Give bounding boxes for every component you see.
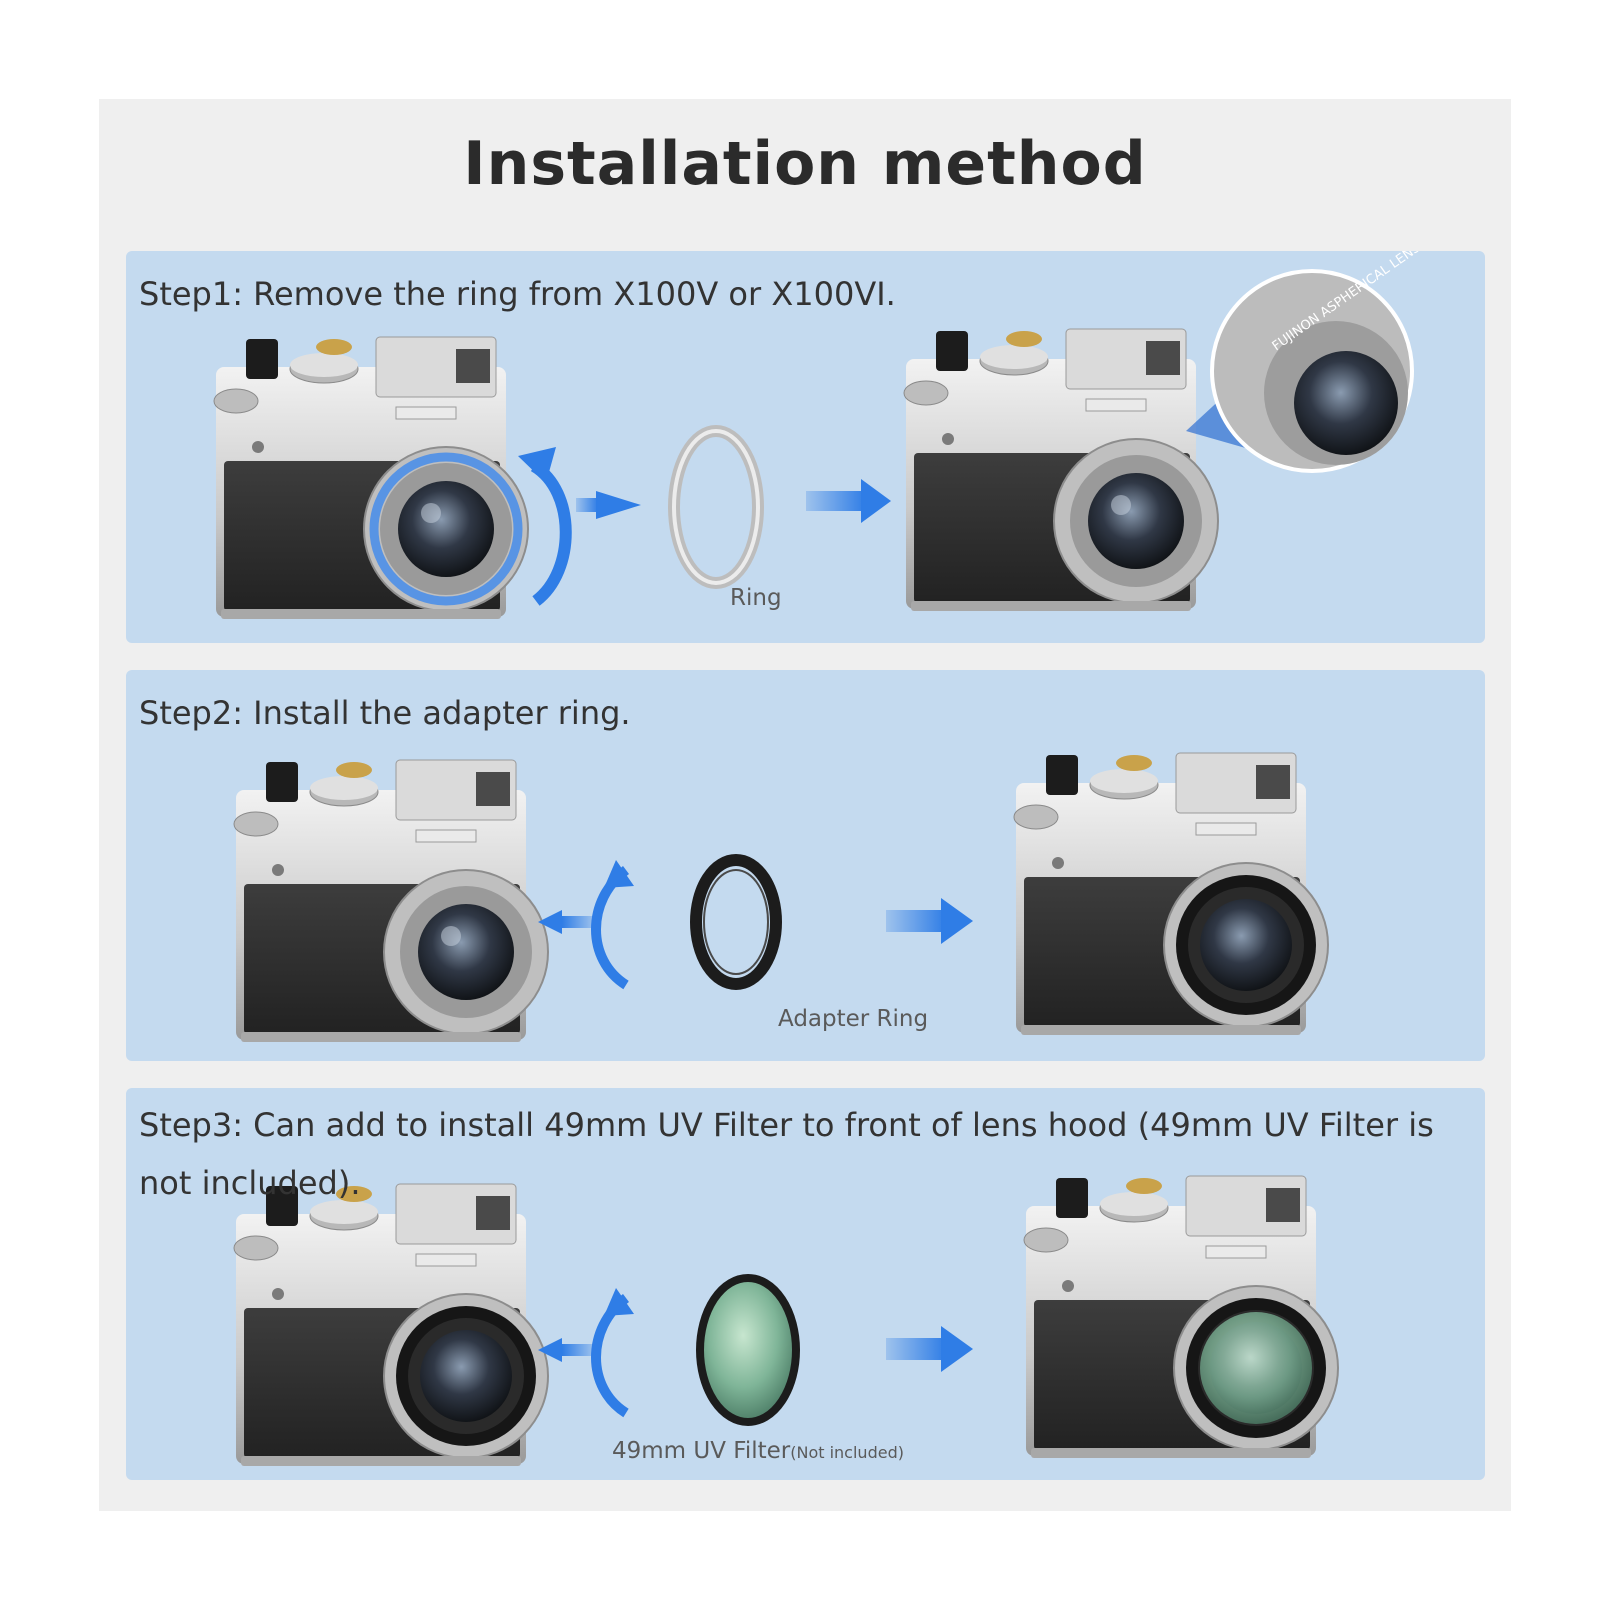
right-arrow-icon [861,479,891,523]
right-arrow-icon [941,898,973,944]
uv-filter-caption-main: 49mm UV Filter [612,1438,791,1464]
right-arrow-icon [596,491,641,519]
step-3-text: Step3: Can add to install 49mm UV Filter… [139,1106,1434,1202]
camera-icon [1014,753,1328,1035]
step-2-illustration [233,670,1485,1043]
step-1-illustration: FUJINON ASPHERICAL LENS [213,251,1423,620]
step-1-text: Step1: Remove the ring from X100V or X10… [139,275,896,313]
page-title: Installation method [463,129,1147,199]
camera-icon [903,328,1219,612]
step-3-illustration [126,1088,1485,1480]
ring-caption: Ring [730,585,782,611]
adapter-ring-icon [690,854,782,990]
uv-filter-caption: 49mm UV Filter(Not included) [612,1438,904,1464]
left-arrow-icon [538,1338,562,1362]
camera-icon [234,1184,548,1466]
step-panel-1: Step1: Remove the ring from X100V or X10… [126,251,1485,643]
rotate-arrow-icon [530,460,572,606]
adapter-ring-caption: Adapter Ring [778,1006,929,1032]
camera-icon [1024,1176,1338,1458]
step-panel-2: Step2: Install the adapter ring. Adapter… [126,670,1485,1061]
installation-card: Installation method Step1: Remove the ri… [99,99,1511,1511]
highlighted-ring-icon [369,452,523,606]
step-panel-3: Step3: Can add to install 49mm UV Filter… [126,1088,1485,1480]
camera-icon [213,336,529,620]
step-2-text: Step2: Install the adapter ring. [139,694,631,732]
camera-icon [233,759,549,1043]
uv-filter-icon [696,1274,800,1426]
uv-filter-caption-note: (Not included) [790,1443,904,1462]
right-arrow-icon [941,1326,973,1372]
left-arrow-icon [538,910,562,934]
